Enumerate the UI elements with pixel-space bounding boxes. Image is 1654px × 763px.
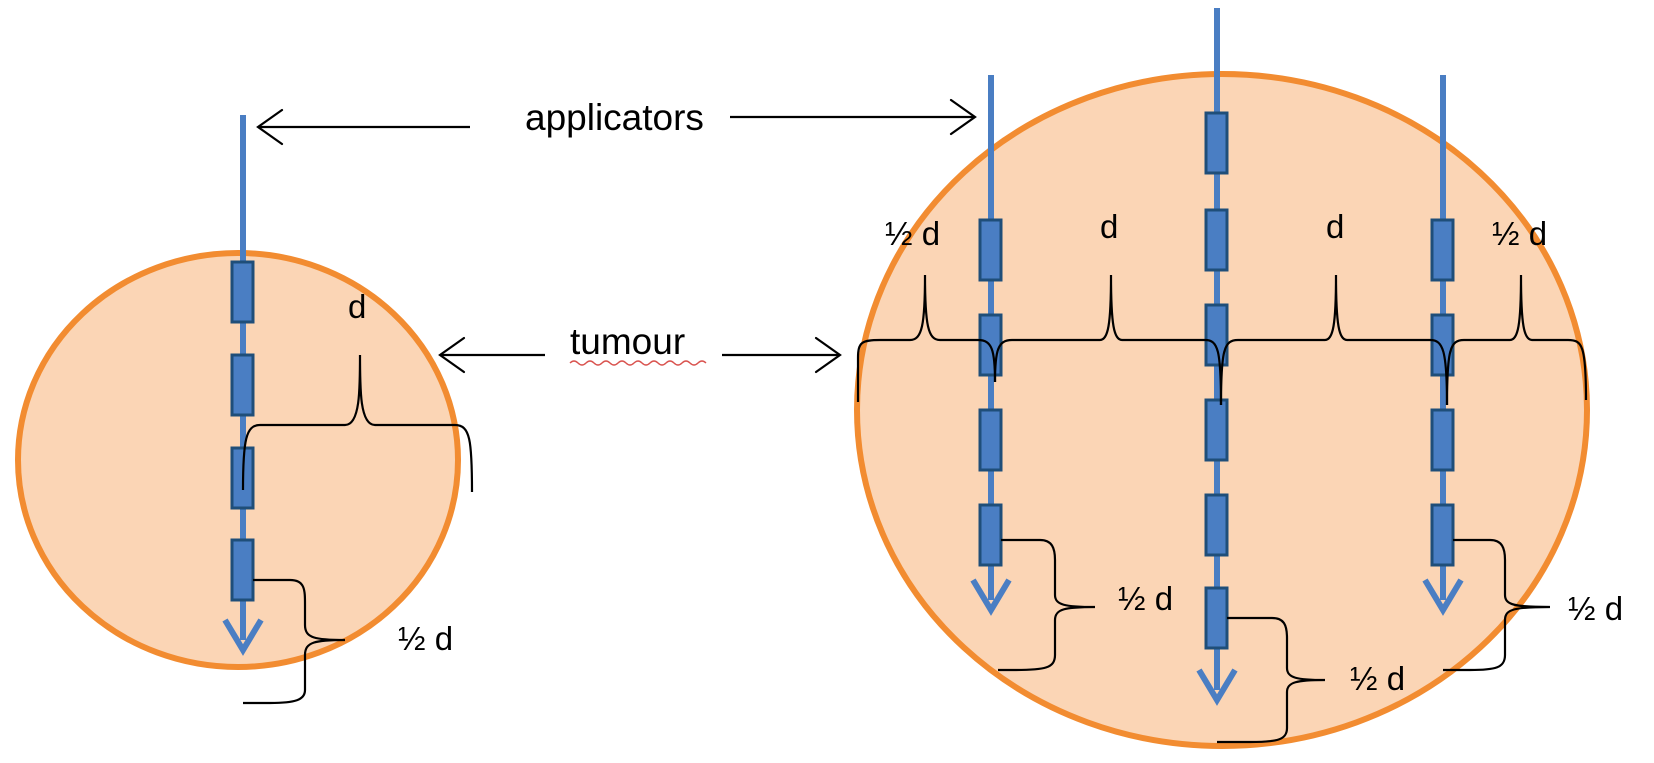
large-applicator-1-arrowhead <box>970 578 1012 616</box>
large-bottom-brace-3 <box>1443 538 1551 672</box>
large-seed-2-2 <box>1204 208 1229 272</box>
large-seed-3-2 <box>1430 313 1455 377</box>
large-seed-2-6 <box>1204 586 1229 650</box>
applicators-callout: applicators <box>256 97 977 146</box>
large-seed-1-4 <box>978 503 1003 567</box>
applicators-arrow-left-head <box>256 108 284 146</box>
small-applicator-arrowhead <box>222 618 264 656</box>
large-d-label-2: d <box>1326 208 1344 245</box>
large-seed-3-1 <box>1430 218 1455 282</box>
large-half-d-label-top-left: ½ d <box>885 215 940 252</box>
small-seed-2 <box>230 353 255 417</box>
large-seed-2-3 <box>1204 303 1229 367</box>
large-bottom-half-d-label-2: ½ d <box>1350 660 1405 697</box>
large-d-label-1: d <box>1100 208 1118 245</box>
tumour-arrow-right-head <box>814 336 842 374</box>
large-spacing-brace-half-d-left <box>856 274 997 402</box>
large-half-d-label-top-right: ½ d <box>1492 215 1547 252</box>
small-seed-4 <box>230 538 255 602</box>
large-seed-2-1 <box>1204 111 1229 175</box>
tumour-arrow-left-head <box>438 336 466 374</box>
large-seed-3-3 <box>1430 408 1455 472</box>
large-seed-1-3 <box>978 408 1003 472</box>
small-tumour-group: d ½ d <box>15 115 474 705</box>
large-bottom-brace-1 <box>998 538 1096 672</box>
small-half-d-label: ½ d <box>398 620 453 657</box>
large-spacing-brace-d-1 <box>993 274 1223 406</box>
large-spacing-brace-d-2 <box>1219 274 1449 406</box>
large-applicator-2-arrowhead <box>1196 668 1238 706</box>
large-bottom-half-d-label-3: ½ d <box>1568 590 1623 627</box>
large-seed-1-1 <box>978 218 1003 282</box>
large-applicator-3-arrowhead <box>1422 578 1464 616</box>
tumour-callout: tumour <box>438 321 842 374</box>
large-seed-2-5 <box>1204 493 1229 557</box>
tumour-label-underline <box>569 360 707 366</box>
small-d-brace <box>241 354 474 493</box>
small-seed-1 <box>230 260 255 324</box>
large-bottom-half-d-label-1: ½ d <box>1118 580 1173 617</box>
small-half-d-brace <box>243 578 346 705</box>
applicators-label: applicators <box>525 97 704 138</box>
applicators-arrow-right-head <box>949 98 977 136</box>
large-seed-2-4 <box>1204 398 1229 462</box>
large-spacing-brace-half-d-right <box>1445 274 1588 406</box>
large-bottom-brace-2 <box>1217 616 1326 744</box>
large-tumour-group: ½ d d d ½ d ½ d ½ d ½ d <box>854 8 1623 749</box>
small-d-label: d <box>348 288 366 325</box>
tumour-label: tumour <box>570 321 685 362</box>
large-seed-3-4 <box>1430 503 1455 567</box>
